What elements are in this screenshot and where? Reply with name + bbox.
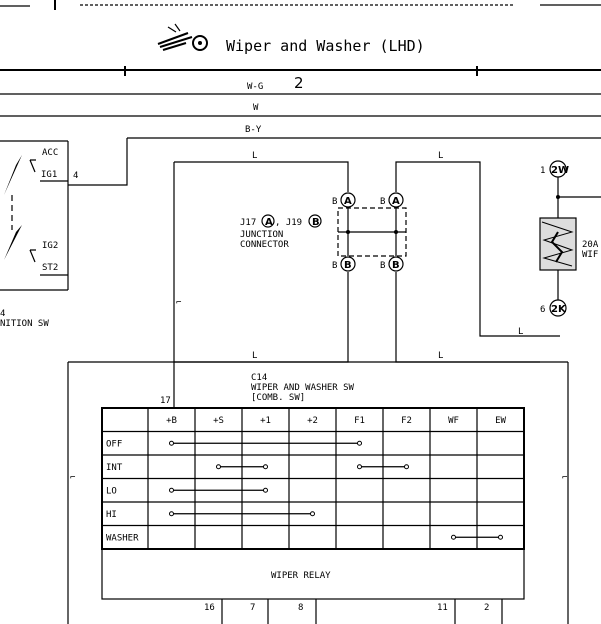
wire-label-b-y: B-Y [245, 125, 262, 135]
fuse-bottom-conn: 2K [551, 304, 567, 315]
page-title: Wiper and Washer (LHD) [226, 37, 425, 55]
switch-code: C14 [251, 373, 267, 383]
wiper-relay-label: WIPER RELAY [271, 571, 331, 581]
switch-box-mark-left: ⌐ [70, 473, 75, 483]
switch-row-label: INT [106, 463, 123, 473]
wire-label-w: W [253, 103, 259, 113]
wiper-icon [157, 23, 208, 51]
switch-table: +B +S +1 +2 F1 F2 WF EW OFF INT LO HI WASHER [101, 405, 525, 550]
ignition-st2-label: ST2 [42, 263, 58, 273]
ignition-name: NITION SW [0, 319, 49, 329]
switch-name-1: WIPER AND WASHER SW [251, 383, 355, 393]
wire-l-left-bottom [174, 272, 349, 363]
switch-contact [169, 487, 174, 493]
switch-contact [216, 464, 221, 470]
bottom-pin-label: 7 [250, 603, 255, 613]
switch-col-header: EW [495, 416, 506, 426]
switch-col-header: +B [166, 416, 177, 426]
switch-row-label: OFF [106, 440, 122, 450]
bottom-pins: 16 7 8 11 2 [204, 599, 503, 624]
junction-conn-b-1: B [344, 260, 352, 271]
wire-l-left-top [174, 161, 349, 192]
junction-conn-a-2: A [392, 196, 400, 207]
junction-label-prefix: J17 [240, 218, 256, 228]
wire-label-l-5: L [438, 351, 443, 361]
junction-label-sep: , J19 [275, 218, 302, 228]
junction-name-1: JUNCTION [240, 230, 283, 240]
switch-contact [498, 534, 503, 540]
fuse-bottom-pin: 6 [540, 305, 545, 315]
wire-l-right-bottom [395, 272, 540, 363]
junction-label-a: A [265, 217, 273, 228]
fuse-top-pin: 1 [540, 166, 545, 176]
junction-conn-b-2: B [392, 260, 400, 271]
bottom-pin-label: 16 [204, 603, 215, 613]
switch-contact [451, 534, 456, 540]
wire-label-l-1: L [252, 151, 257, 161]
fuse-amp: 20A [582, 240, 599, 250]
fuse-top-conn: 2W [551, 165, 569, 176]
wire-l-right-top [395, 161, 560, 337]
switch-col-header: +2 [307, 416, 318, 426]
switch-contact [357, 464, 362, 470]
switch-name-2: [COMB. SW] [251, 393, 305, 403]
junction-pin-rt: B [380, 197, 385, 207]
switch-contact [263, 487, 268, 493]
fuse: 1 2W 6 2K 20A WIF [539, 160, 601, 317]
junction-name-2: CONNECTOR [240, 240, 289, 250]
ignition-acc-label: ACC [42, 148, 58, 158]
page-number: 2 [294, 74, 304, 92]
switch-row-label: HI [106, 510, 117, 520]
switch-row-label: LO [106, 487, 117, 497]
ignition-ig1-pin: 4 [73, 171, 78, 181]
switch-contact [404, 464, 409, 470]
wiper-relay-box [101, 548, 525, 600]
wire-mark-left: ⌐ [176, 298, 181, 308]
bottom-pin-label: 8 [298, 603, 303, 613]
switch-col-header: F1 [354, 416, 365, 426]
wire-label-l-3: L [518, 327, 523, 337]
switch-col-header: F2 [401, 416, 412, 426]
switch-col-header: WF [448, 416, 459, 426]
switch-contact [310, 511, 315, 517]
switch-pin-17: 17 [160, 396, 171, 406]
wire-label-w-g: W-G [247, 82, 263, 92]
switch-contact [169, 440, 174, 446]
ignition-ig2-label: IG2 [42, 241, 58, 251]
wire-label-l-4: L [252, 351, 257, 361]
ignition-ig1-label: IG1 [41, 170, 57, 180]
switch-box-mark-right: ⌐ [562, 473, 567, 483]
bottom-pin-label: 2 [484, 603, 489, 613]
junction-label-a-circle [261, 214, 275, 228]
junction-connector: B A B A B B B B [332, 192, 407, 272]
switch-contact [169, 511, 174, 517]
ignition-switch: ACC IG1 IG2 ST2 4 NITION SW 4 [0, 140, 78, 329]
wire-ig1-b-y [68, 138, 128, 186]
switch-outer-box [67, 361, 569, 624]
junction-pin-rb: B [380, 261, 385, 271]
junction-pin-lb: B [332, 261, 337, 271]
bottom-pin-label: 11 [437, 603, 448, 613]
ignition-code: 4 [0, 309, 5, 319]
switch-contact [263, 464, 268, 470]
switch-col-header: +S [213, 416, 224, 426]
wire-label-l-2: L [438, 151, 443, 161]
switch-col-header: +1 [260, 416, 271, 426]
junction-label-b-circle [308, 214, 322, 228]
junction-pin-lt: B [332, 197, 337, 207]
switch-row-label: WASHER [106, 534, 139, 544]
junction-label-b: B [312, 217, 320, 228]
fuse-name: WIF [582, 250, 598, 260]
switch-contact [357, 440, 362, 446]
junction-conn-a-1: A [344, 196, 352, 207]
